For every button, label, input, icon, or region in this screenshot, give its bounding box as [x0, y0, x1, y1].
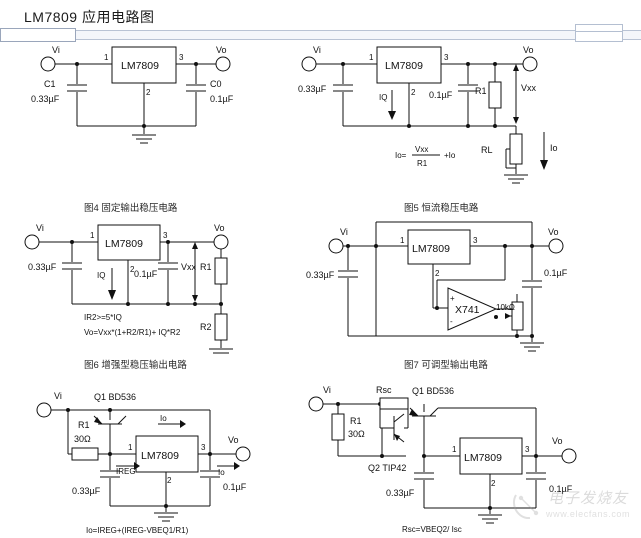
caption-fig4: 图4 固定输出稳压电路	[84, 203, 178, 214]
label-r1: R1	[200, 262, 212, 272]
ic-label-lm7809: LM7809	[121, 60, 159, 72]
circuit-current-boost: Vi Q1 BD536 R1 30Ω LM7809 1 3 2	[10, 378, 300, 538]
pin-2-label: 2	[411, 88, 416, 97]
pin-2-label: 2	[491, 479, 496, 488]
label-vo: Vo	[548, 227, 559, 237]
label-r2: R2	[200, 322, 212, 332]
ic-label-lm7809: LM7809	[141, 450, 179, 462]
label-vi: Vi	[323, 385, 331, 395]
pin-1-label: 1	[128, 443, 133, 452]
label-vo: Vo	[552, 436, 563, 446]
pin-3-label: 3	[444, 53, 449, 62]
label-vxx: Vxx	[521, 83, 537, 93]
label-cout: 0.1µF	[544, 268, 568, 278]
label-r1: R1	[475, 86, 487, 96]
label-q1: Q1 BD536	[94, 392, 136, 402]
ic-label-lm7809: LM7809	[385, 60, 423, 72]
label-q1: Q1 BD536	[412, 386, 454, 396]
caption-fig7: 图7 可调型输出电路	[404, 360, 488, 371]
label-c0-name: C0	[210, 79, 222, 89]
label-r1-value: 30Ω	[74, 434, 91, 444]
label-vxx: Vxx	[181, 262, 197, 272]
label-cin: 0.33µF	[72, 486, 101, 496]
svg-text:+: +	[450, 294, 455, 303]
pin-1-label: 1	[369, 53, 374, 62]
label-iq: IQ	[379, 93, 387, 102]
pin-1-label: 1	[452, 445, 457, 454]
formula-ir2: IR2>=5*IQ	[84, 313, 122, 322]
formula-rsc: Rsc=VBEQ2/ Isc	[402, 525, 462, 534]
label-vo: Vo	[228, 435, 239, 445]
circuit-constant-current: Vi LM7809 1 3 2 0.33µF Vo	[295, 38, 625, 193]
caption-fig6: 图6 增强型稳压输出电路	[84, 360, 187, 371]
ic-label-lm7809: LM7809	[464, 452, 502, 464]
label-iq: IQ	[97, 271, 105, 280]
pin-3-label: 3	[179, 53, 184, 62]
circuit-basic-regulator: Vi LM7809 1 3 2 Vo C1 0.33µF	[20, 40, 250, 155]
pin-2-label: 2	[167, 476, 172, 485]
pin-3-label: 3	[201, 443, 206, 452]
formula-lhs: Io=	[395, 151, 407, 160]
pin-1-label: 1	[90, 231, 95, 240]
label-vi: Vi	[313, 45, 321, 55]
header-divider	[0, 30, 641, 40]
circuit-enhanced-output: Vi LM7809 1 3 2 0.33µF Vo 0.1µF	[6, 222, 296, 357]
label-cout: 0.1µF	[429, 90, 453, 100]
svg-text:-: -	[450, 317, 453, 326]
circuit-opamp-adjustable: Vi LM7809 1 3 2 Vo 0.33µF	[300, 218, 630, 358]
label-r1-name: R1	[350, 416, 362, 426]
label-cin: 0.33µF	[298, 84, 327, 94]
label-io-top: Io	[160, 414, 167, 423]
label-cout: 0.1µF	[549, 484, 573, 494]
label-r1-value: 30Ω	[348, 429, 365, 439]
label-c0-value: 0.1µF	[210, 94, 234, 104]
label-c1-value: 0.33µF	[31, 94, 60, 104]
label-rsc: Rsc	[376, 385, 392, 395]
label-cout: 0.1µF	[223, 482, 247, 492]
label-rl: RL	[481, 145, 493, 155]
pin-2-label: 2	[435, 269, 440, 278]
pin-3-label: 3	[473, 236, 478, 245]
opamp-label: X741	[455, 304, 480, 316]
label-ireg: IREG	[116, 467, 136, 476]
label-q2: Q2 TIP42	[368, 463, 406, 473]
circuit-short-protect: Vi R1 30Ω Rsc	[296, 376, 636, 536]
pot-value-label: 10kΩ	[496, 303, 515, 312]
label-vo: Vo	[214, 223, 225, 233]
header-left-tab	[0, 28, 76, 42]
pin-3-label: 3	[525, 445, 530, 454]
formula-numerator: Vxx	[415, 145, 428, 154]
pin-1-label: 1	[104, 53, 109, 62]
label-cout: 0.1µF	[134, 269, 158, 279]
label-vo: Vo	[523, 45, 534, 55]
label-io-out: Io	[218, 468, 225, 477]
ic-label-lm7809: LM7809	[412, 243, 450, 255]
formula-tail: +Io	[444, 151, 456, 160]
header-right-tab	[575, 24, 623, 42]
label-vo: Vo	[216, 45, 227, 55]
label-io: Io	[550, 143, 558, 153]
formula-io: Io=IREG+(IREG-VBEQ1/R1)	[86, 526, 189, 535]
pin-2-label: 2	[146, 88, 151, 97]
pin-3-label: 3	[163, 231, 168, 240]
label-cin: 0.33µF	[386, 488, 415, 498]
label-vi: Vi	[54, 391, 62, 401]
label-c1-name: C1	[44, 79, 56, 89]
caption-fig5: 图5 恒流稳压电路	[404, 203, 479, 214]
page-title: LM7809 应用电路图	[24, 9, 155, 25]
label-cin: 0.33µF	[28, 262, 57, 272]
label-vi: Vi	[340, 227, 348, 237]
pin-2-label: 2	[130, 265, 135, 274]
formula-denominator: R1	[417, 159, 428, 168]
label-vi: Vi	[36, 223, 44, 233]
pin-1-label: 1	[400, 236, 405, 245]
label-r1-name: R1	[78, 420, 90, 430]
ic-label-lm7809: LM7809	[105, 238, 143, 250]
label-vi: Vi	[52, 45, 60, 55]
label-cin: 0.33µF	[306, 270, 335, 280]
formula-vo: Vo=Vxx*(1+R2/R1)+ IQ*R2	[84, 328, 181, 337]
